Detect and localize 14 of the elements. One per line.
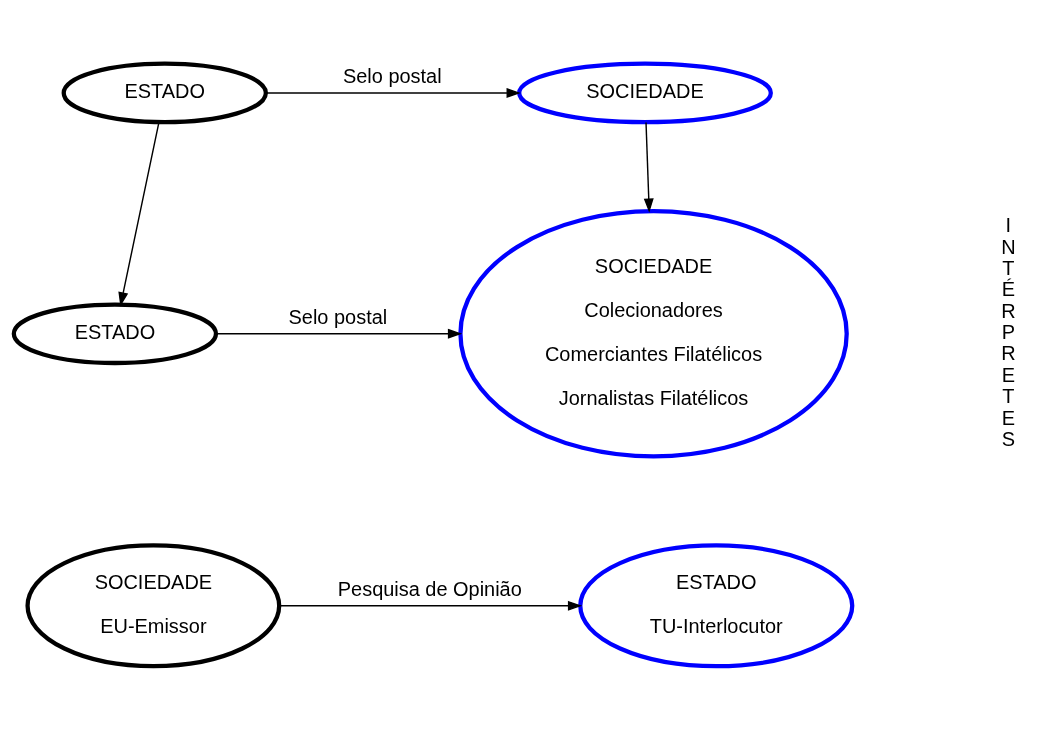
node-ellipse: ESTADO [61,61,268,124]
arrow [279,600,583,611]
edge-label: Selo postal [342,64,442,87]
label: INTÉRPRETES [1001,213,1016,450]
edge-label: Pesquisa de Opinião [337,577,522,600]
node-ellipse: ESTADO [11,301,219,365]
arrow [215,328,463,339]
node-ellipse: SOCIEDADE Colecionadores Comerciantes Filatélicos Jornalistas Filatélicos [458,208,849,458]
arrow [643,121,654,213]
edge-label: Selo postal [288,305,388,328]
node-ellipse: ESTADO TU-Interlocutor [578,542,855,668]
arrow [265,87,521,98]
node-ellipse: SOCIEDADE [517,61,773,124]
node-ellipse: SOCIEDADE EU-Emissor [25,542,282,668]
